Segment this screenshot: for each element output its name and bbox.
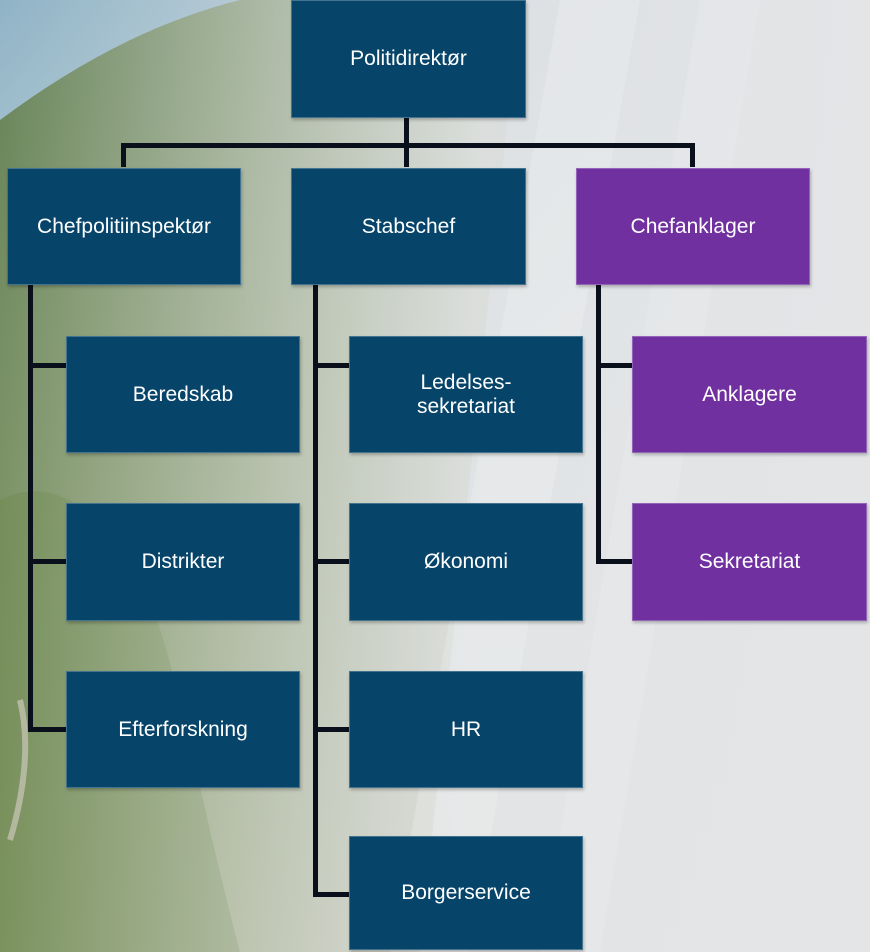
node-okonomi: Økonomi: [349, 503, 583, 621]
node-hr: HR: [349, 671, 583, 788]
node-label: Efterforskning: [118, 717, 248, 741]
connector-3-1: [596, 363, 632, 368]
connector-1-2: [28, 559, 67, 564]
node-sekretariat: Sekretariat: [632, 503, 867, 621]
node-label: Ledelses- sekretariat: [416, 370, 516, 418]
connector-spine-1: [28, 284, 33, 732]
connector-1-3: [28, 727, 67, 732]
node-label: Chefpolitiinspektør: [37, 214, 211, 238]
connector-spine-3: [596, 284, 601, 564]
node-distrikter: Distrikter: [66, 503, 300, 621]
connector-2-1: [313, 363, 349, 368]
node-label: Borgerservice: [401, 881, 531, 904]
node-label: Anklagere: [702, 382, 797, 406]
node-label: Distrikter: [141, 550, 225, 573]
node-label: Sekretariat: [698, 550, 801, 573]
node-politidirektor: Politidirektør: [291, 0, 526, 118]
node-chefanklager: Chefanklager: [576, 168, 810, 285]
connector-top-bar: [121, 143, 695, 148]
node-label: Chefanklager: [630, 214, 756, 238]
node-chefpolitiinspektor: Chefpolitiinspektør: [7, 168, 241, 285]
node-label: Stabschef: [361, 214, 456, 238]
connector-spine-2: [313, 284, 318, 897]
node-label: Økonomi: [423, 550, 509, 573]
connector-drop-1: [121, 143, 126, 167]
node-stabschef: Stabschef: [291, 168, 526, 285]
node-beredskab: Beredskab: [66, 336, 300, 453]
connector-top-trunk: [404, 118, 409, 167]
connector-drop-3: [690, 143, 695, 167]
connector-3-2: [596, 559, 632, 564]
node-label: Politidirektør: [350, 47, 467, 70]
node-efterforskning: Efterforskning: [66, 671, 300, 788]
node-borgerservice: Borgerservice: [349, 836, 583, 950]
node-label: Beredskab: [132, 382, 234, 406]
connector-2-4: [313, 892, 349, 897]
connector-2-3: [313, 727, 349, 732]
node-anklagere: Anklagere: [632, 336, 867, 453]
connector-2-2: [313, 559, 349, 564]
connector-1-1: [28, 363, 67, 368]
node-label: HR: [450, 717, 482, 741]
node-ledelsessekretariat: Ledelses- sekretariat: [349, 336, 583, 453]
